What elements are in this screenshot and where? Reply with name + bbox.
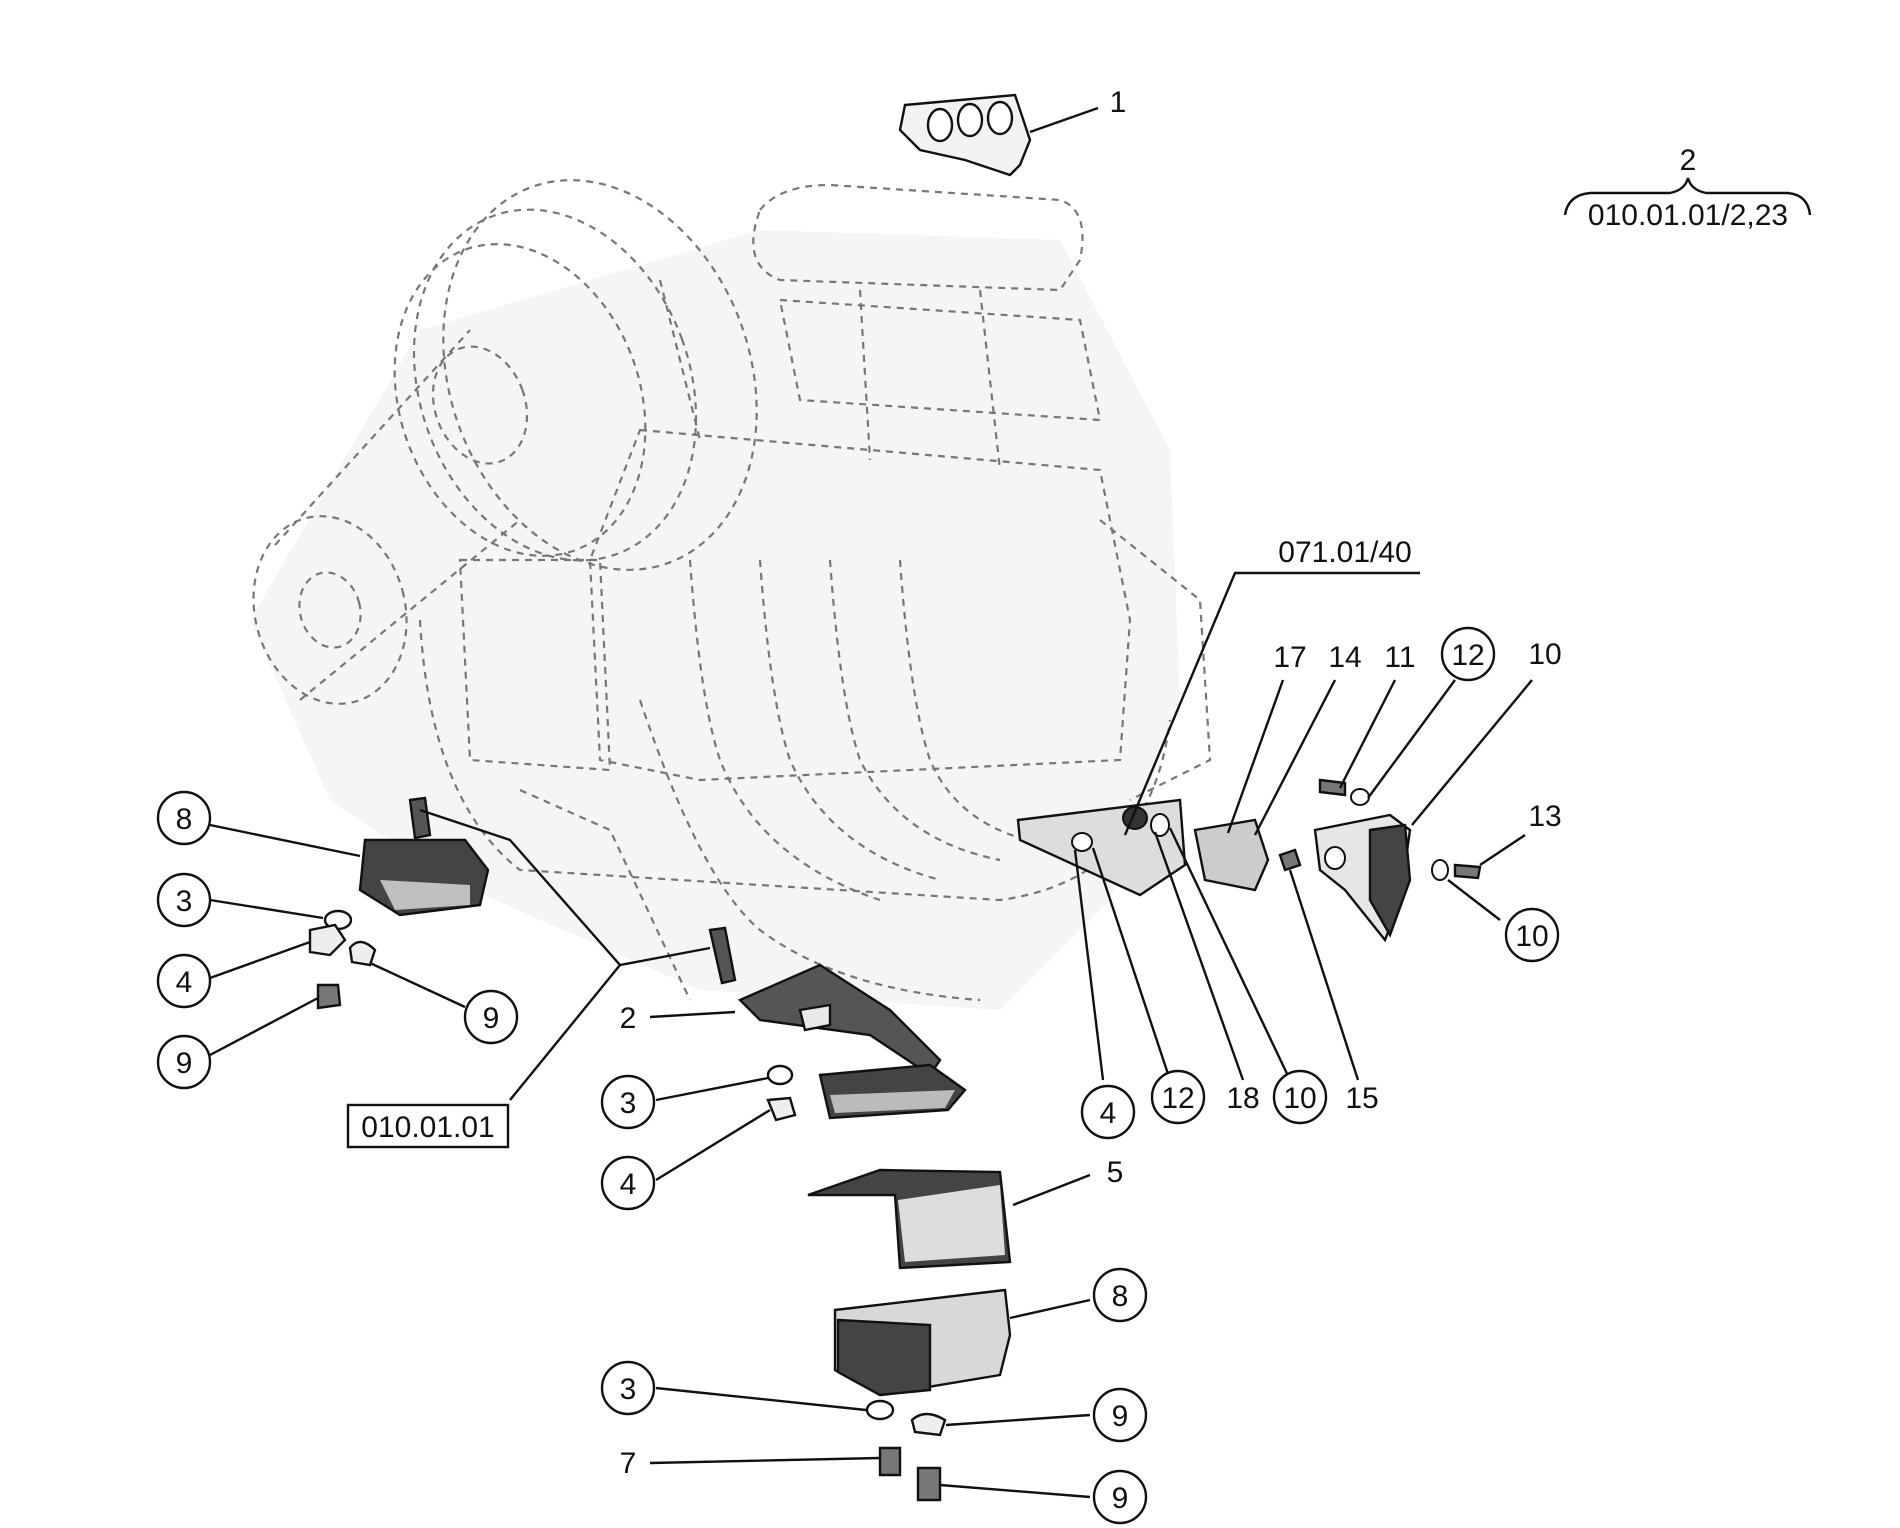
callout-8-bottom: 9 [1092,1469,1148,1525]
svg-text:3: 3 [620,1373,637,1406]
callout-12-right-bottom: 12 [1150,1069,1206,1125]
callout-3-left: 3 [156,872,212,928]
ref-left-box: 010.01.01 [361,1111,494,1144]
callout-15: 15 [1345,1082,1378,1115]
callout-9-bottom: 9 [1092,1387,1148,1443]
callout-2-top: 2 [1680,144,1697,177]
callout-9-left: 9 [463,989,519,1045]
ref-top-right-group [1563,177,1812,216]
ref-top-right: 010.01.01/2,23 [1588,199,1788,232]
center-bracket-assembly [649,926,967,1182]
callout-9-right-bottom: 10 [1272,1069,1328,1125]
svg-text:9: 9 [176,1047,193,1080]
callout-9-right: 10 [1504,907,1560,963]
callout-12-right-top: 12 [1440,626,1496,682]
callout-3-center: 3 [600,1074,656,1130]
callout-8-left: 9 [156,1034,212,1090]
callout-3-bottom: 3 [600,1360,656,1416]
svg-text:12: 12 [1451,639,1484,672]
reference-labels: 010.01.01/2,23 010.01.01 071.01/40 [346,199,1788,1149]
callout-10: 10 [1528,638,1561,671]
callout-labels: 1 2 2 5 7 10 11 13 14 15 17 18 8 3 4 9 9… [156,86,1697,1525]
callout-4-right: 4 [1080,1084,1136,1140]
svg-text:4: 4 [1100,1097,1117,1130]
svg-text:9: 9 [1112,1400,1129,1433]
ghost-engine-outline [250,179,1212,1010]
callout-7: 7 [620,1447,637,1480]
svg-text:8: 8 [176,803,193,836]
svg-text:4: 4 [176,966,193,999]
svg-text:8: 8 [1112,1280,1129,1313]
svg-text:9: 9 [483,1002,500,1035]
callout-14: 14 [1328,641,1361,674]
callout-6-left: 8 [156,790,212,846]
svg-text:10: 10 [1515,920,1548,953]
svg-text:9: 9 [1112,1482,1129,1515]
part-1-manifold-gasket [898,93,1099,177]
callout-5: 5 [1107,1156,1124,1189]
svg-text:3: 3 [620,1087,637,1120]
callout-6-bottom: 8 [1092,1267,1148,1323]
callout-2: 2 [620,1002,637,1035]
callout-4-left: 4 [156,953,212,1009]
callout-13: 13 [1528,800,1561,833]
svg-text:12: 12 [1161,1082,1194,1115]
svg-text:4: 4 [620,1168,637,1201]
svg-text:10: 10 [1283,1082,1316,1115]
svg-text:3: 3 [176,885,193,918]
right-mount-assembly [1016,571,1533,1081]
ref-left-box-frame [346,1103,510,1149]
left-mount-assembly [209,796,711,1101]
ref-mid: 071.01/40 [1278,536,1411,569]
callout-17: 17 [1273,641,1306,674]
bottom-mount-assembly [649,1168,1091,1502]
callout-11: 11 [1384,641,1415,674]
callout-18: 18 [1226,1082,1259,1115]
callout-4-center: 4 [600,1155,656,1211]
callout-1: 1 [1110,86,1127,119]
